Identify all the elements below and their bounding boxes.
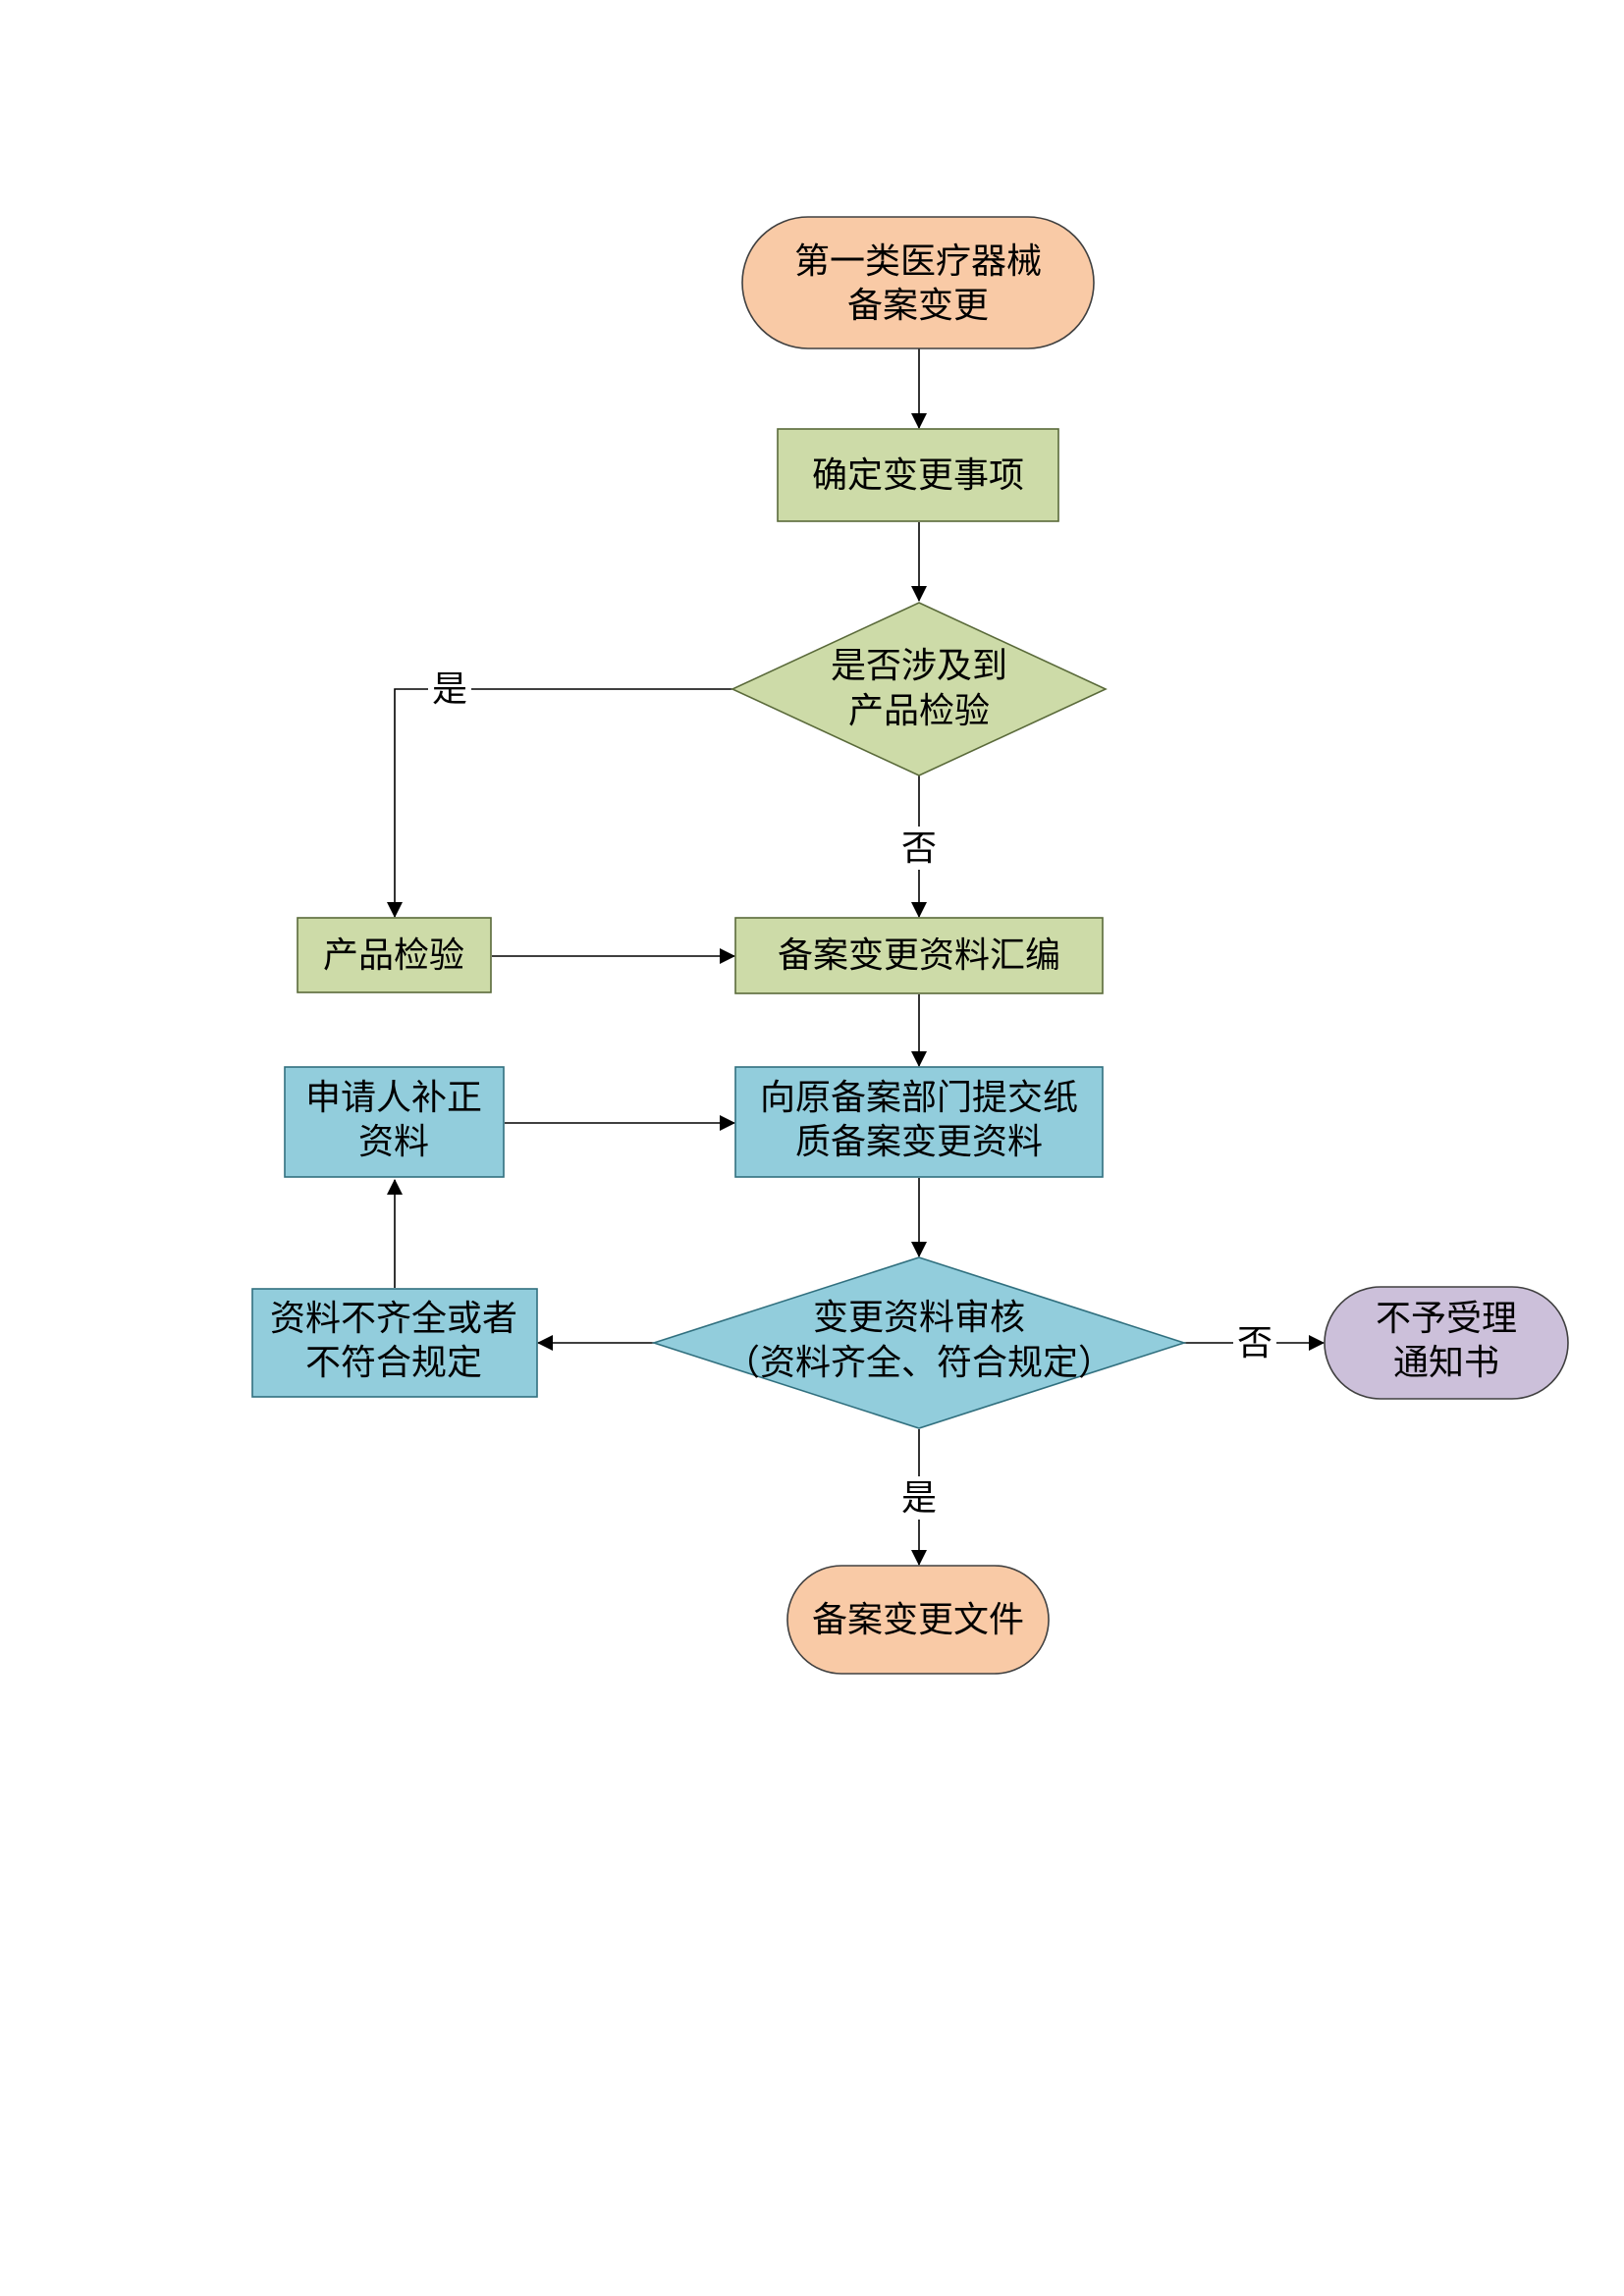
edge-label-inspection-no: 否: [901, 828, 937, 869]
submit-node-line1: 向原备案部门提交纸: [760, 1078, 1078, 1118]
reject-node-line2: 通知书: [1393, 1343, 1499, 1383]
incomplete-node-line2: 不符合规定: [305, 1343, 482, 1383]
reject-node: 不予受理 通知书: [1324, 1286, 1569, 1400]
supplement-node-line2: 资料: [358, 1122, 429, 1162]
start-node: 第一类医疗器械 备案变更: [741, 216, 1095, 349]
review-node-line2: （资料齐全、符合规定）: [725, 1343, 1113, 1383]
incomplete-node: 资料不齐全或者 不符合规定: [251, 1288, 538, 1398]
submit-node-line2: 质备案变更资料: [795, 1122, 1043, 1162]
reject-node-shape: [1324, 1286, 1569, 1400]
start-node-shape: [741, 216, 1095, 349]
supplement-node-shape: [284, 1066, 505, 1178]
determine-node-shape: [777, 428, 1059, 522]
product-inspection-label: 产品检验: [323, 935, 464, 976]
review-node: 变更资料审核 （资料齐全、符合规定）: [651, 1256, 1187, 1429]
compile-node-shape: [734, 917, 1104, 994]
decision-inspection-shape: [731, 602, 1108, 776]
submit-node-shape: [734, 1066, 1104, 1178]
supplement-node: 申请人补正 资料: [284, 1066, 505, 1178]
connectors: [387, 348, 1325, 1566]
decision-inspection-node: 是否涉及到 产品检验: [731, 602, 1108, 776]
edge-label-review-yes: 是: [901, 1478, 937, 1519]
arrow-decision-to-inspection: [387, 688, 732, 918]
edge-label-inspection-yes: 是: [432, 669, 467, 710]
end-node-shape: [786, 1565, 1050, 1675]
decision-inspection-line1: 是否涉及到: [831, 646, 1007, 686]
edge-labels: 是 否 否 是: [428, 667, 1276, 1520]
start-node-line1: 第一类医疗器械: [794, 241, 1042, 282]
incomplete-node-line1: 资料不齐全或者: [270, 1299, 517, 1339]
compile-node: 备案变更资料汇编: [734, 917, 1104, 994]
product-inspection-shape: [297, 917, 492, 993]
determine-node-label: 确定变更事项: [812, 455, 1024, 496]
edge-label-review-no: 否: [1237, 1323, 1272, 1363]
review-node-line1: 变更资料审核: [813, 1298, 1025, 1338]
reject-node-line1: 不予受理: [1376, 1299, 1517, 1339]
end-node: 备案变更文件: [786, 1565, 1050, 1675]
end-node-label: 备案变更文件: [812, 1600, 1024, 1640]
submit-node: 向原备案部门提交纸 质备案变更资料: [734, 1066, 1104, 1178]
product-inspection-node: 产品检验: [297, 917, 492, 993]
review-node-shape: [651, 1256, 1187, 1429]
determine-node: 确定变更事项: [777, 428, 1059, 522]
decision-inspection-line2: 产品检验: [848, 691, 990, 731]
supplement-node-line1: 申请人补正: [305, 1078, 482, 1118]
incomplete-node-shape: [251, 1288, 538, 1398]
compile-node-label: 备案变更资料汇编: [778, 935, 1060, 976]
start-node-line2: 备案变更: [847, 286, 989, 326]
